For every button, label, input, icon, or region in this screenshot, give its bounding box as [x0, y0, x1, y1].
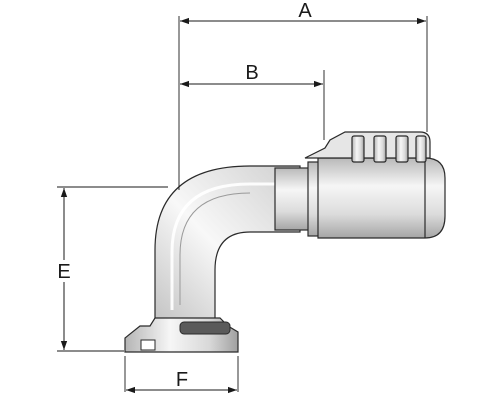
- elbow-bend: [154, 165, 301, 321]
- dimension-e: E: [54, 188, 74, 350]
- elbow-inner-line: [179, 192, 251, 305]
- fitting-body: [124, 131, 446, 353]
- dimension-a: A: [180, 0, 426, 25]
- socket-body: [317, 157, 446, 239]
- crimp-ridges: [351, 135, 427, 163]
- elbow-highlight: [170, 182, 295, 310]
- dimension-b: B: [180, 62, 323, 88]
- label-e: E: [57, 261, 70, 283]
- extension-lines: [57, 16, 428, 392]
- label-a: A: [298, 0, 312, 22]
- oring-groove: [179, 321, 231, 335]
- label-b: B: [245, 62, 258, 84]
- flange-slot: [140, 339, 156, 351]
- label-f: F: [176, 369, 188, 391]
- dimension-f: F: [126, 369, 237, 394]
